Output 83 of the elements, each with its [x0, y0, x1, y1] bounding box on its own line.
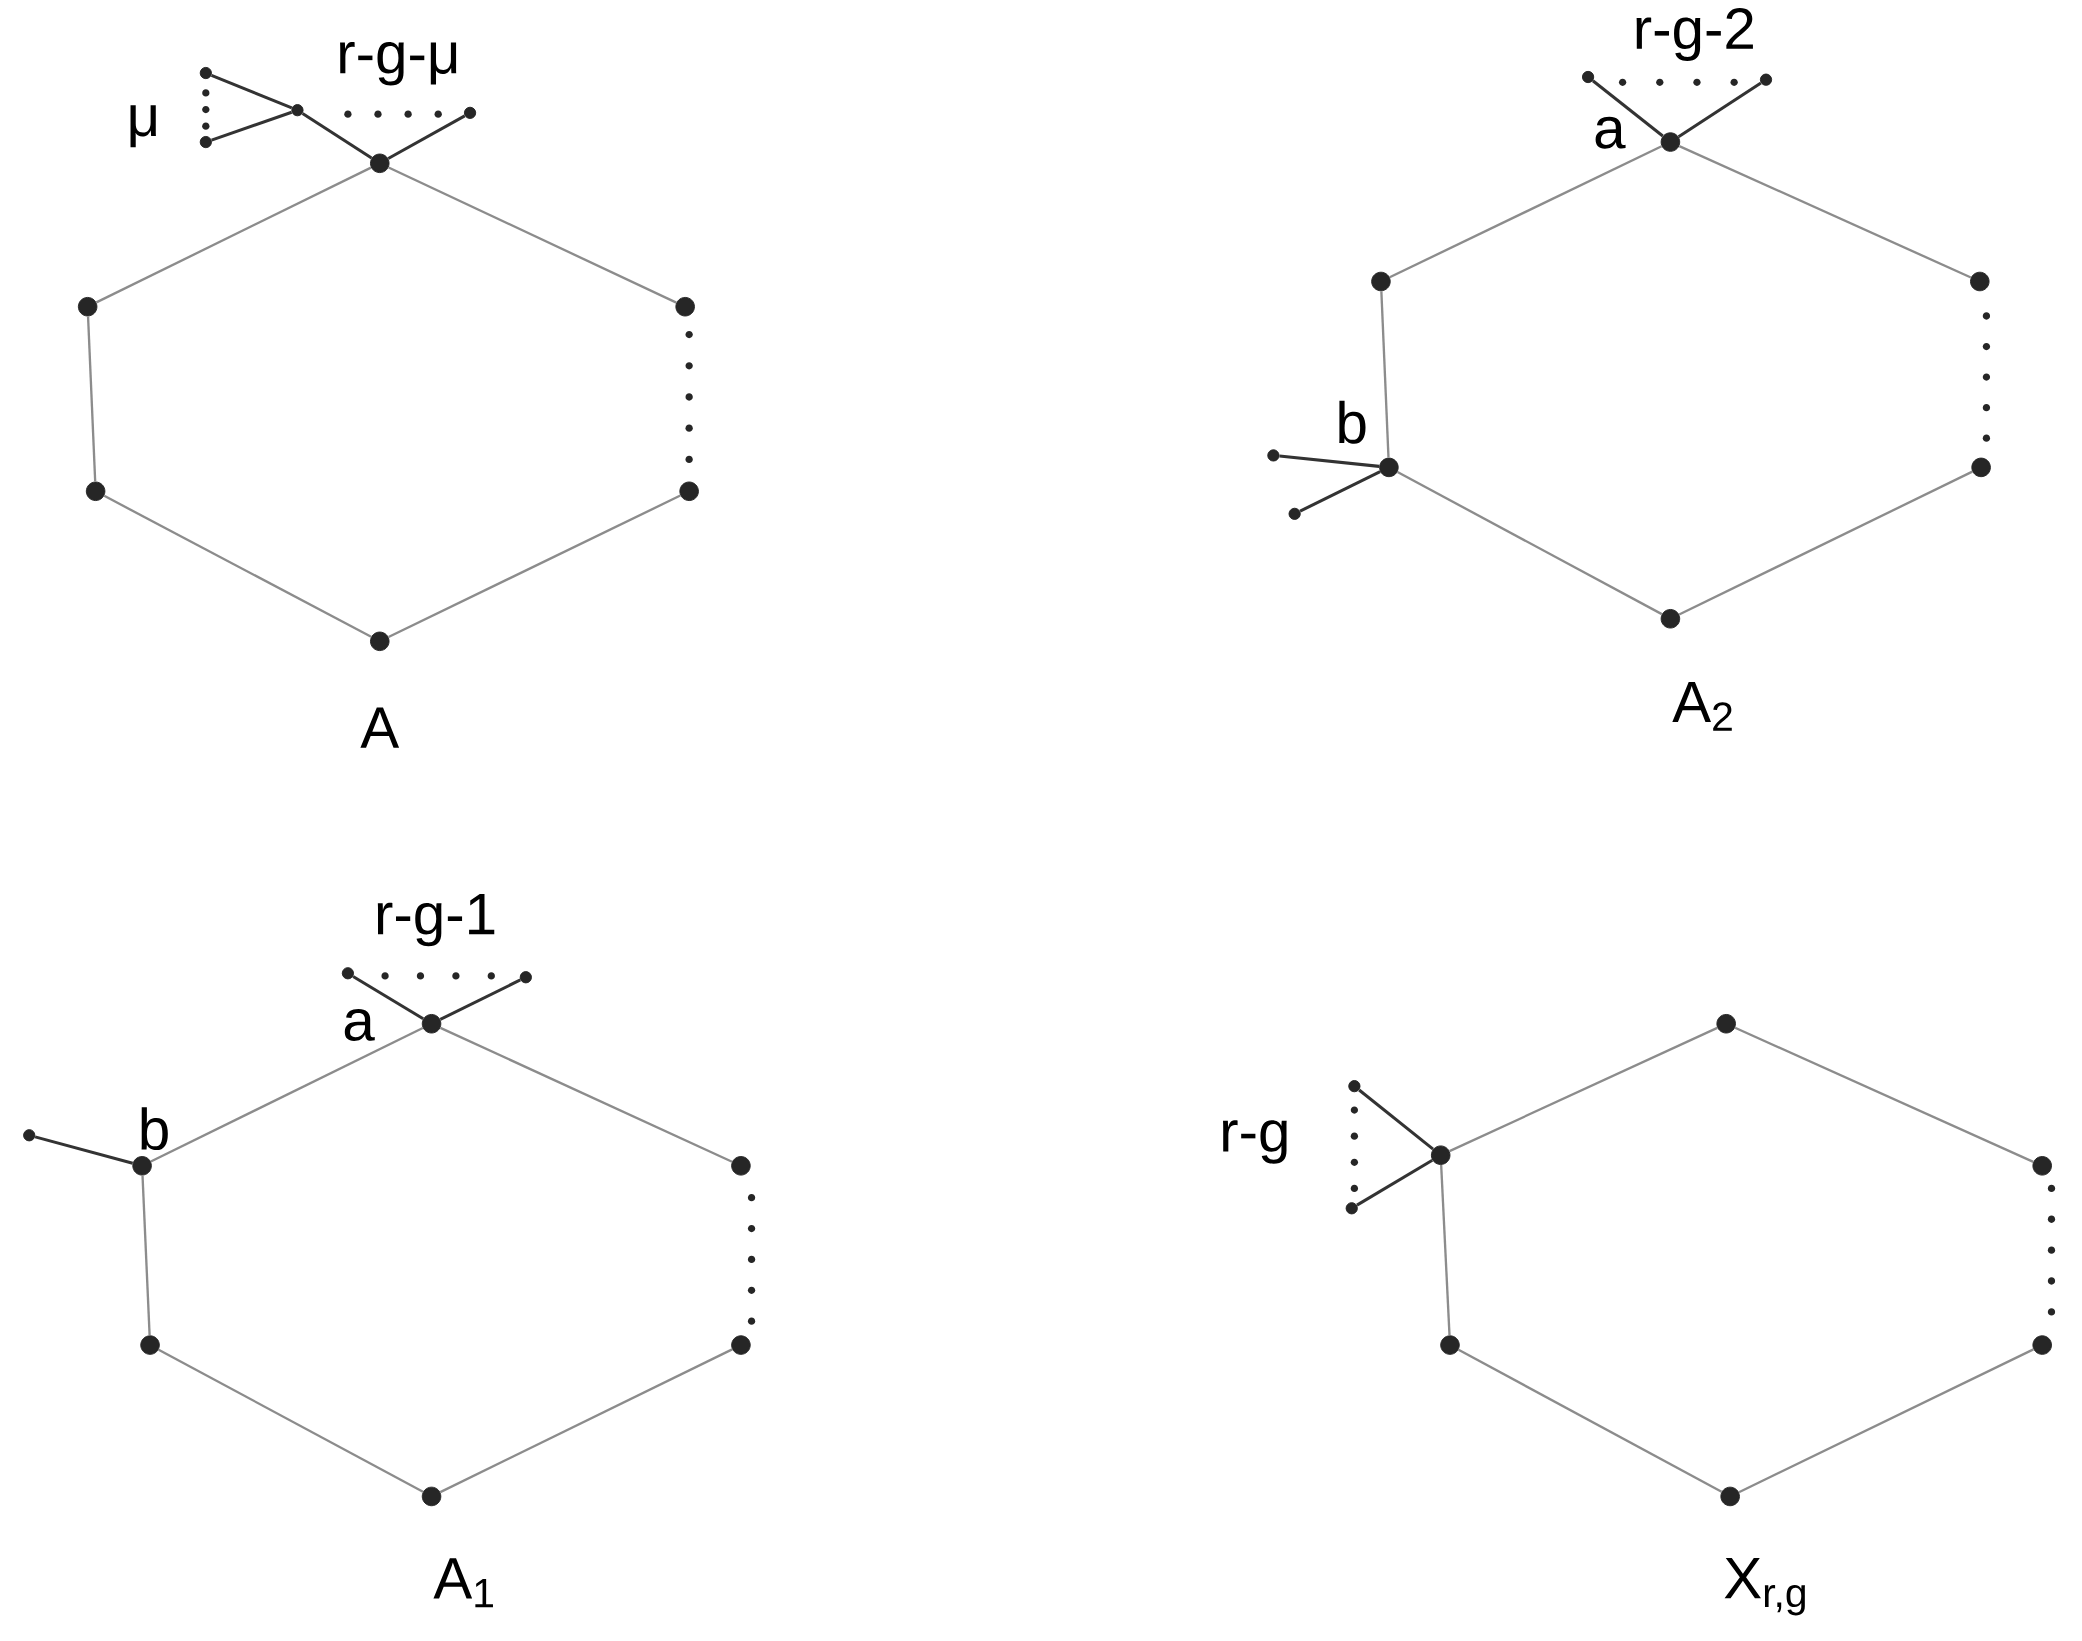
edge-line: [439, 978, 521, 1021]
edge-line: [1279, 454, 1380, 468]
vertex: [731, 1155, 751, 1176]
vertex: [1716, 1013, 1736, 1034]
vertex: [675, 296, 695, 317]
vertex: [132, 1155, 152, 1176]
vertex: [1267, 449, 1280, 462]
vertex: [199, 135, 212, 149]
graph-label: A: [360, 707, 400, 748]
vertex: [1720, 1486, 1740, 1507]
vertex: [1348, 1079, 1361, 1093]
edge-line: [388, 166, 677, 304]
vertex: [1971, 457, 1991, 478]
vertex: [370, 631, 390, 651]
vertex: [1379, 457, 1399, 478]
graph-label: b: [141, 1107, 168, 1150]
edge-line: [141, 1175, 151, 1336]
edge-line: [388, 494, 681, 639]
edge-line: [1678, 144, 1972, 279]
vertex: [1371, 271, 1391, 292]
edge-line: [34, 1135, 134, 1165]
graph-label: μ: [130, 105, 156, 148]
vertex: [679, 481, 699, 501]
vertex: [1759, 73, 1773, 86]
edge-line: [1734, 1026, 2034, 1163]
graph-label: X$_{r,g}$: [1724, 1558, 1805, 1616]
edge-line: [103, 494, 372, 638]
edge-line: [86, 316, 97, 482]
edge-line: [1677, 81, 1762, 138]
edge-line: [301, 112, 373, 160]
edge-line: [95, 166, 372, 304]
graph-label: r-g: [1223, 1120, 1287, 1164]
graph-label: A$_{1}$: [433, 1558, 493, 1608]
edge-line: [1356, 1158, 1434, 1207]
edge-line: [1440, 1164, 1451, 1336]
edge-line: [439, 1348, 733, 1494]
vertex: [731, 1335, 751, 1355]
edge-line: [1299, 470, 1381, 513]
edge-line: [1389, 145, 1663, 279]
vertex: [1660, 608, 1681, 629]
vertex: [1288, 507, 1301, 520]
edge-line: [1380, 291, 1390, 458]
vertex: [421, 1486, 442, 1507]
vertex: [1440, 1335, 1460, 1355]
graph-label: A$_{2}$: [1672, 681, 1732, 731]
edge-line: [1458, 1348, 1723, 1493]
vertex: [23, 1129, 36, 1142]
vertex: [77, 296, 98, 317]
vertex: [1660, 132, 1681, 152]
vertex: [85, 481, 106, 501]
vertex: [1581, 70, 1595, 84]
vertex: [421, 1013, 442, 1034]
edge-line: [387, 114, 466, 160]
graph-label: r-g-2: [1636, 8, 1753, 61]
edge-line: [1678, 470, 1973, 616]
edge-line: [439, 1026, 733, 1163]
edge-line: [1738, 1348, 2034, 1494]
edge-line: [1396, 470, 1663, 616]
vertex: [140, 1335, 160, 1355]
vertex: [1345, 1202, 1358, 1215]
edge-line: [150, 1026, 424, 1163]
edge-line: [352, 975, 424, 1020]
graph-label: a: [1595, 116, 1626, 149]
vertex: [1970, 271, 1990, 292]
edge-line: [158, 1348, 424, 1493]
edge-line: [211, 110, 293, 142]
vertex: [2032, 1335, 2052, 1355]
vertex: [291, 104, 304, 117]
graph-label: r-g-1: [377, 893, 495, 947]
vertex: [1430, 1145, 1451, 1165]
vertex: [370, 153, 390, 173]
graph-label: b: [1339, 400, 1366, 444]
graph-label: a: [344, 1009, 375, 1041]
vertex: [341, 967, 354, 980]
edge-line: [1591, 79, 1664, 138]
edge-line: [210, 73, 293, 110]
vertex: [463, 106, 477, 119]
graph-label: r-g-μ: [340, 41, 457, 86]
edge-line: [1449, 1026, 1718, 1153]
edge-line: [1358, 1088, 1434, 1151]
vertex: [199, 66, 212, 80]
vertex: [519, 971, 532, 984]
vertex: [2032, 1155, 2052, 1176]
